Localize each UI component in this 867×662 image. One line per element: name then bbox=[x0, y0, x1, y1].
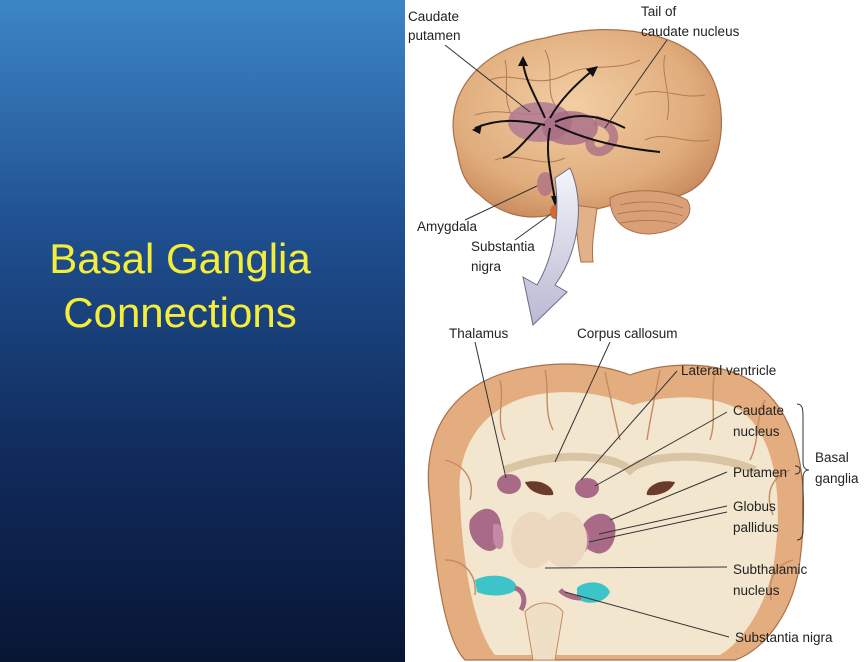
label-globus-1: Globus bbox=[733, 499, 776, 514]
bracket-putamen bbox=[794, 465, 801, 475]
label-basal-2: ganglia bbox=[815, 471, 859, 486]
label-caudate-2: nucleus bbox=[733, 424, 780, 439]
label-tail-1: Tail of bbox=[641, 4, 677, 19]
label-substantia-2: nigra bbox=[471, 259, 502, 274]
label-caudate-putamen-2: putamen bbox=[408, 28, 461, 43]
label-subthalamic-1: Subthalamic bbox=[733, 562, 808, 577]
title-line-1: Basal Ganglia bbox=[49, 235, 311, 282]
label-substantia-1: Substantia bbox=[471, 239, 535, 254]
label-thalamus: Thalamus bbox=[449, 326, 509, 341]
bracket-basal-ganglia bbox=[796, 403, 810, 541]
figure-panel: Caudate putamen Tail of caudate nucleus … bbox=[405, 0, 867, 662]
upper-labels: Caudate putamen Tail of caudate nucleus … bbox=[408, 4, 740, 274]
label-lateral-ventricle: Lateral ventricle bbox=[681, 363, 776, 378]
slide-title: Basal Ganglia Connections bbox=[0, 232, 360, 340]
label-tail-2: caudate nucleus bbox=[641, 24, 740, 39]
label-putamen: Putamen bbox=[733, 465, 787, 480]
coronal-section bbox=[427, 363, 805, 661]
label-subthalamic-2: nucleus bbox=[733, 583, 780, 598]
lateral-brain-view bbox=[452, 29, 723, 263]
label-basal-1: Basal bbox=[815, 450, 849, 465]
transition-arrow bbox=[522, 167, 579, 326]
basal-ganglia-figure: Caudate putamen Tail of caudate nucleus … bbox=[408, 4, 859, 661]
title-line-2: Connections bbox=[63, 289, 297, 336]
label-caudate-putamen-1: Caudate bbox=[408, 9, 459, 24]
label-corpus-callosum: Corpus callosum bbox=[577, 326, 678, 341]
lower-labels: Thalamus Corpus callosum Lateral ventric… bbox=[449, 326, 859, 645]
label-globus-2: pallidus bbox=[733, 520, 779, 535]
label-caudate-1: Caudate bbox=[733, 403, 784, 418]
label-substantia-nigra: Substantia nigra bbox=[735, 630, 833, 645]
label-amygdala: Amygdala bbox=[417, 219, 478, 234]
